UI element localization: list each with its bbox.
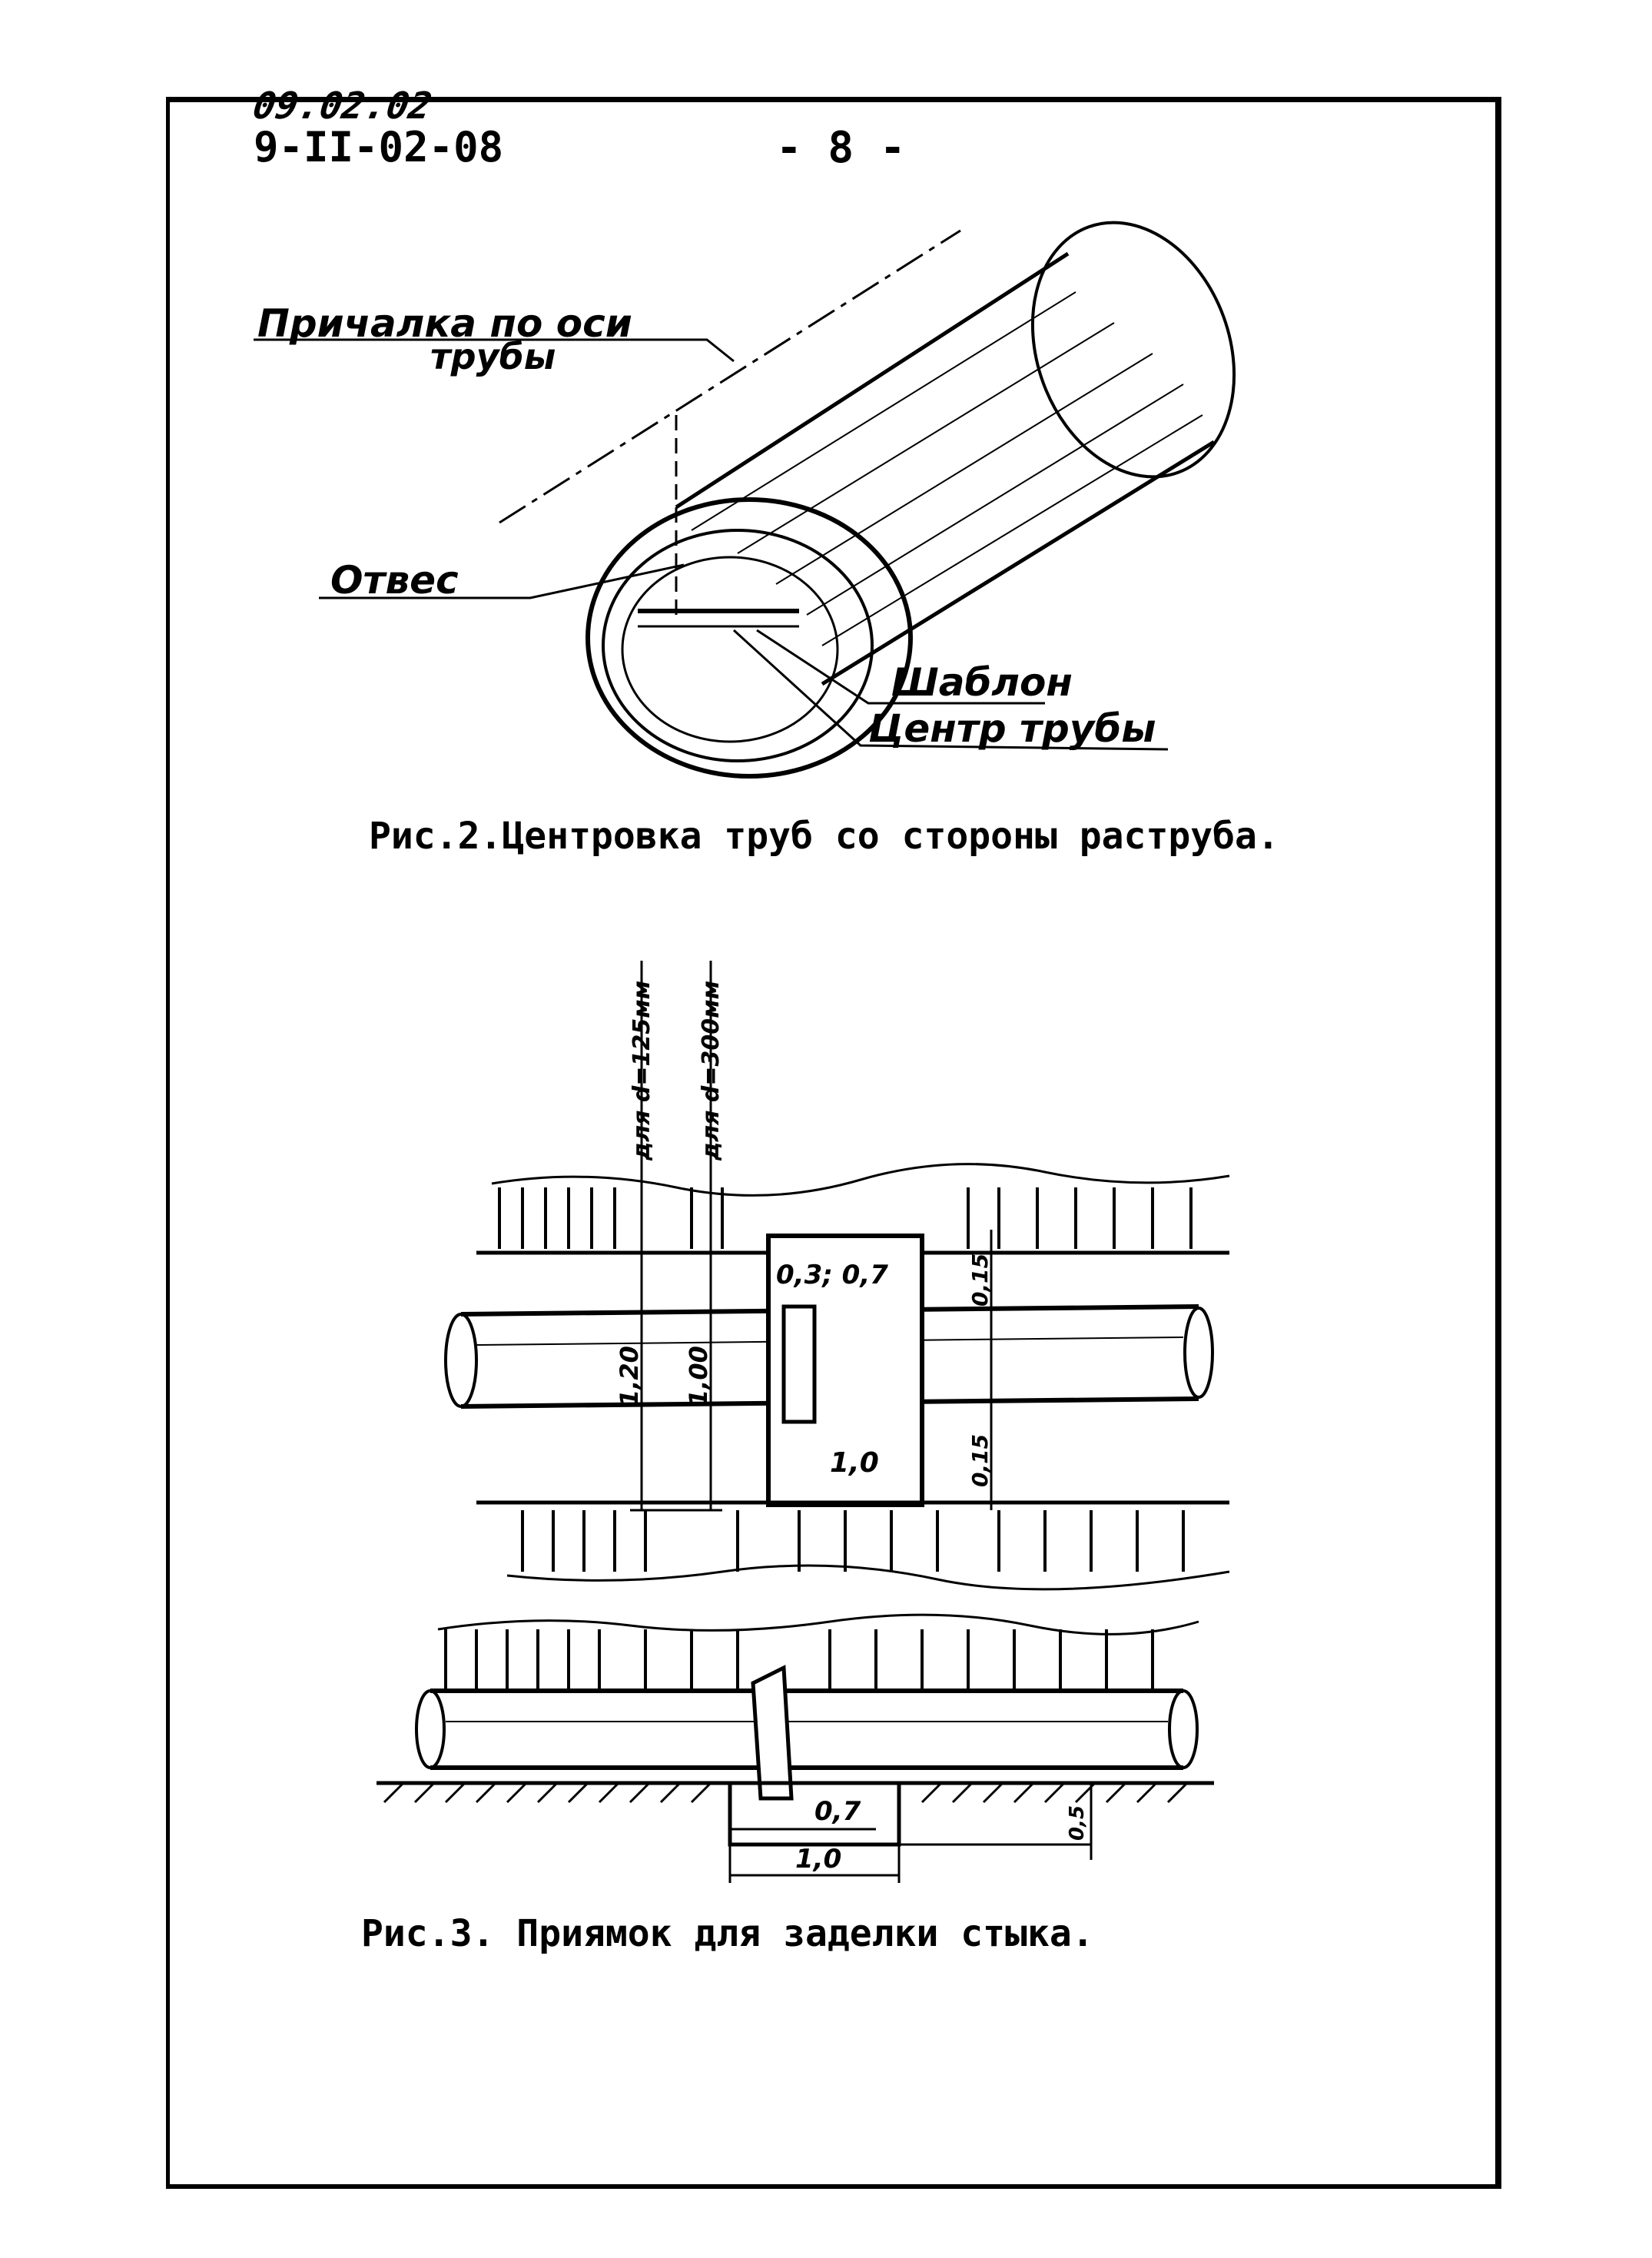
dim-015-bottom: 0,15: [967, 1434, 993, 1487]
dim-lower-depth: 0,5: [1066, 1805, 1089, 1841]
dim-d300: для d=300мм: [698, 981, 725, 1161]
figure-3-caption: Рис.3. Приямок для заделки стыка.: [361, 1912, 1094, 1955]
dim-d125: для d=125мм: [629, 981, 655, 1161]
dim-10: 1,0: [830, 1447, 879, 1479]
figure-3-plan-view: [444, 961, 1230, 1591]
dim-03-07: 0,3; 0,7: [776, 1260, 888, 1290]
label-center: Центр трубы: [868, 706, 1156, 751]
label-axis-line-1: Причалка по оси: [257, 301, 632, 346]
page-frame: [166, 97, 1501, 2189]
label-plumb: Отвес: [330, 558, 459, 603]
label-axis-line-2: трубы: [430, 336, 556, 377]
figure-2-caption: Рис.2.Центровка труб со стороны раструба…: [369, 815, 1279, 858]
document-code: 9-II-02-08: [254, 123, 504, 171]
figure-3-section-view: [377, 1613, 1214, 1883]
dim-10-lower: 1,0: [795, 1844, 841, 1874]
label-template: Шаблон: [891, 660, 1073, 705]
figure-2-pipe-drawing: [254, 221, 1236, 779]
page-number: - 8 -: [776, 123, 906, 173]
dim-015-top: 0,15: [967, 1254, 993, 1307]
dim-100: 1,00: [684, 1346, 713, 1406]
dim-07-lower: 0,7: [814, 1796, 861, 1827]
dim-120: 1,20: [615, 1346, 644, 1406]
